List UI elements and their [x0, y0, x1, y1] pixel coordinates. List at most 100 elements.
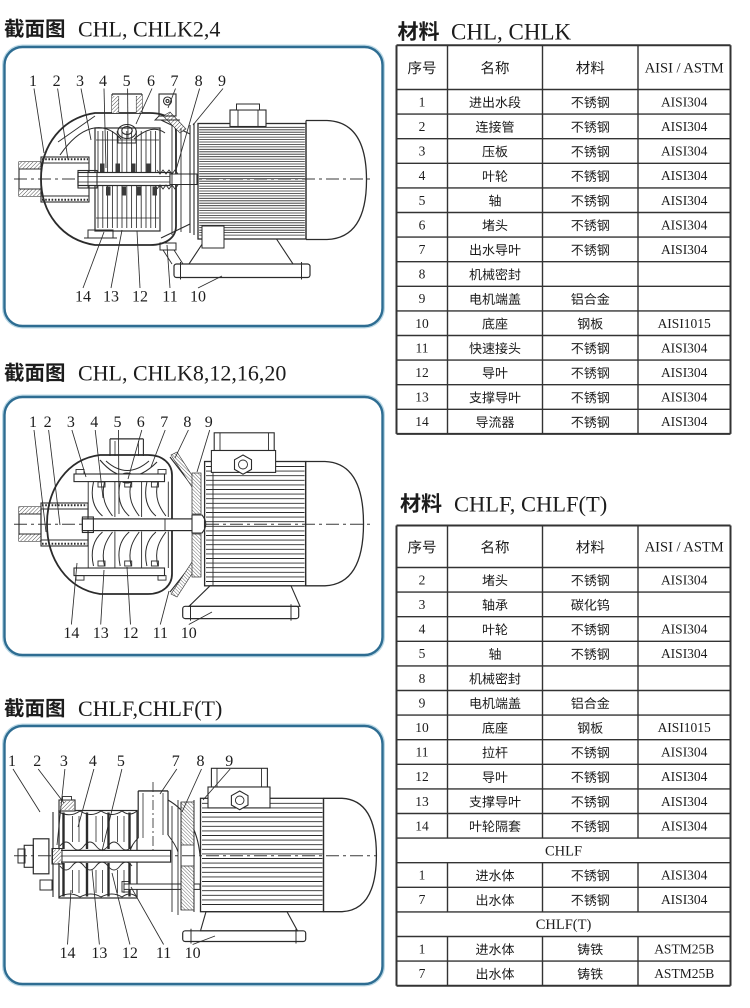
svg-text:11: 11 [416, 340, 429, 355]
svg-text:3: 3 [419, 144, 426, 159]
svg-text:AISI304: AISI304 [661, 414, 708, 429]
svg-text:10: 10 [181, 625, 197, 642]
svg-text:AISI304: AISI304 [661, 242, 708, 257]
svg-text:6: 6 [137, 414, 145, 431]
svg-text:CHLF: CHLF [545, 843, 582, 859]
svg-text:12: 12 [415, 769, 429, 784]
svg-text:AISI304: AISI304 [661, 168, 708, 183]
svg-text:AISI304: AISI304 [661, 340, 708, 355]
svg-text:6: 6 [147, 73, 155, 90]
svg-text:14: 14 [60, 945, 76, 962]
svg-text:1: 1 [419, 868, 426, 883]
svg-text:CHLF, CHLF(T): CHLF, CHLF(T) [454, 492, 607, 517]
svg-text:AISI304: AISI304 [661, 94, 708, 109]
svg-text:CHLF(T): CHLF(T) [536, 917, 592, 933]
svg-text:3: 3 [67, 414, 75, 431]
svg-text:13: 13 [93, 625, 109, 642]
svg-text:AISI304: AISI304 [661, 769, 708, 784]
svg-text:AISI304: AISI304 [661, 119, 708, 134]
svg-text:AISI304: AISI304 [661, 622, 708, 637]
svg-text:AISI304: AISI304 [661, 868, 708, 883]
svg-text:ASTM25B: ASTM25B [654, 941, 714, 956]
svg-text:AISI304: AISI304 [661, 390, 708, 405]
svg-text:AISI304: AISI304 [661, 365, 708, 380]
svg-text:8: 8 [195, 73, 203, 90]
svg-text:CHL, CHLK8,12,16,20: CHL, CHLK8,12,16,20 [78, 361, 286, 386]
svg-text:AISI1015: AISI1015 [658, 720, 711, 735]
svg-text:13: 13 [415, 794, 429, 809]
svg-text:3: 3 [419, 597, 426, 612]
svg-text:CHLF,CHLF(T): CHLF,CHLF(T) [78, 696, 222, 721]
svg-text:4: 4 [419, 622, 426, 637]
svg-text:AISI304: AISI304 [661, 745, 708, 760]
svg-text:AISI304: AISI304 [661, 572, 708, 587]
svg-text:11: 11 [162, 289, 177, 306]
svg-text:12: 12 [122, 945, 138, 962]
svg-text:1: 1 [29, 414, 37, 431]
svg-text:1: 1 [419, 94, 426, 109]
svg-text:4: 4 [89, 753, 97, 770]
svg-text:8: 8 [419, 671, 426, 686]
svg-text:4: 4 [90, 414, 98, 431]
svg-text:7: 7 [419, 892, 426, 907]
svg-text:AISI1015: AISI1015 [658, 316, 711, 331]
svg-text:7: 7 [171, 73, 179, 90]
svg-text:11: 11 [416, 745, 429, 760]
svg-text:8: 8 [197, 753, 205, 770]
svg-text:9: 9 [419, 695, 426, 710]
svg-text:10: 10 [415, 720, 429, 735]
svg-text:12: 12 [123, 625, 139, 642]
svg-text:5: 5 [419, 193, 426, 208]
svg-text:AISI304: AISI304 [661, 794, 708, 809]
svg-text:AISI304: AISI304 [661, 818, 708, 833]
svg-text:14: 14 [415, 414, 429, 429]
svg-text:AISI304: AISI304 [661, 193, 708, 208]
svg-text:2: 2 [33, 753, 41, 770]
svg-text:1: 1 [8, 753, 16, 770]
svg-text:14: 14 [63, 625, 79, 642]
svg-text:AISI304: AISI304 [661, 217, 708, 232]
svg-text:13: 13 [103, 289, 119, 306]
svg-text:7: 7 [160, 414, 168, 431]
svg-text:7: 7 [172, 753, 180, 770]
svg-text:9: 9 [218, 73, 226, 90]
svg-text:AISI / ASTM: AISI / ASTM [645, 61, 724, 77]
svg-text:3: 3 [76, 73, 84, 90]
svg-text:1: 1 [419, 941, 426, 956]
svg-text:7: 7 [419, 966, 426, 981]
svg-text:5: 5 [117, 753, 125, 770]
svg-text:3: 3 [60, 753, 68, 770]
svg-text:4: 4 [99, 73, 107, 90]
svg-text:10: 10 [185, 945, 201, 962]
svg-text:14: 14 [415, 818, 429, 833]
svg-text:AISI304: AISI304 [661, 892, 708, 907]
svg-text:14: 14 [75, 289, 91, 306]
svg-text:7: 7 [419, 242, 426, 257]
svg-text:2: 2 [44, 414, 52, 431]
svg-text:8: 8 [183, 414, 191, 431]
svg-text:1: 1 [29, 73, 37, 90]
svg-text:12: 12 [415, 365, 429, 380]
svg-text:AISI304: AISI304 [661, 144, 708, 159]
svg-text:AISI304: AISI304 [661, 646, 708, 661]
svg-text:2: 2 [419, 119, 426, 134]
svg-text:5: 5 [419, 646, 426, 661]
svg-text:10: 10 [415, 316, 429, 331]
svg-text:AISI / ASTM: AISI / ASTM [645, 540, 724, 556]
svg-text:11: 11 [153, 625, 168, 642]
svg-text:ASTM25B: ASTM25B [654, 966, 714, 981]
svg-text:CHL, CHLK: CHL, CHLK [451, 20, 572, 45]
svg-text:9: 9 [225, 753, 233, 770]
svg-text:9: 9 [419, 291, 426, 306]
svg-text:5: 5 [123, 73, 131, 90]
svg-text:4: 4 [419, 168, 426, 183]
svg-text:5: 5 [114, 414, 122, 431]
svg-text:11: 11 [156, 945, 171, 962]
svg-text:2: 2 [419, 572, 426, 587]
svg-text:12: 12 [132, 289, 148, 306]
svg-text:10: 10 [190, 289, 206, 306]
svg-text:2: 2 [53, 73, 61, 90]
svg-text:13: 13 [91, 945, 107, 962]
svg-text:9: 9 [205, 414, 213, 431]
svg-text:13: 13 [415, 390, 429, 405]
